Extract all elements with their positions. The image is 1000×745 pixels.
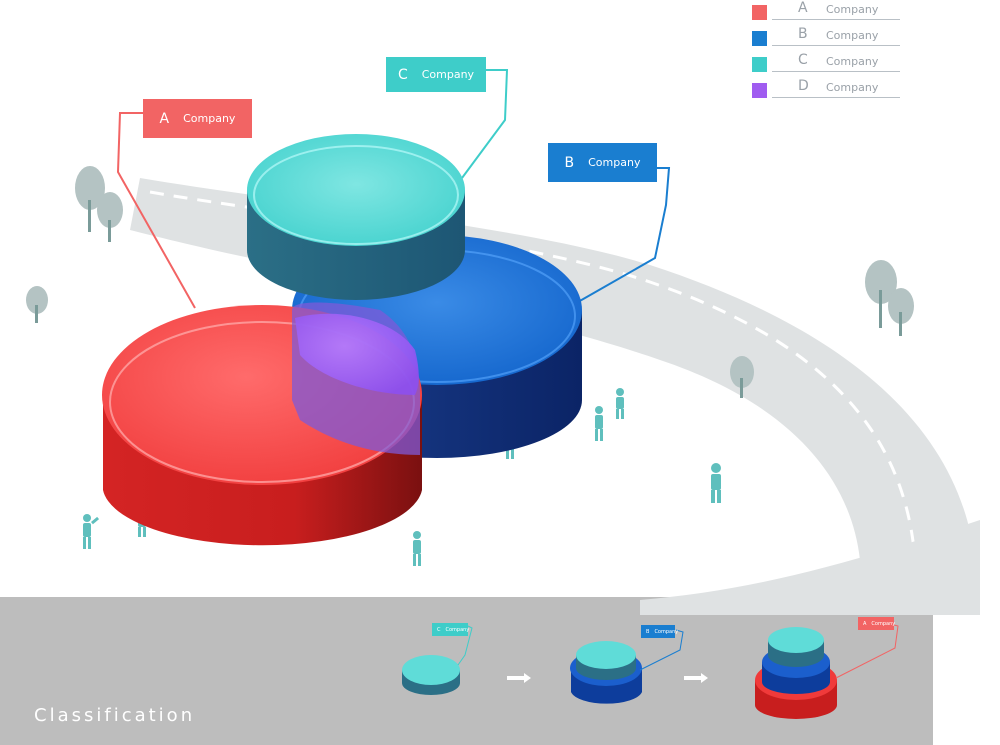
mini-label-b: B Company — [641, 625, 679, 638]
legend-letter: B — [798, 26, 808, 42]
mini-label-c: C Company — [432, 623, 470, 636]
legend-name: Company — [826, 3, 879, 16]
mini-label-a: A Company — [858, 617, 896, 630]
legend-item-c: C Company — [752, 52, 902, 78]
legend-letter: D — [798, 78, 809, 94]
callout-label-a: A Company — [143, 99, 252, 138]
mini-name: Company — [654, 628, 679, 635]
mini-step-2 — [570, 629, 684, 704]
mini-steps — [402, 623, 899, 719]
cylinder-c — [247, 134, 465, 300]
legend-name: Company — [826, 81, 879, 94]
callout-label-c: C Company — [386, 57, 486, 92]
callout-name: Company — [588, 156, 641, 169]
legend-swatch — [752, 5, 767, 20]
arrow-right-icon — [507, 673, 531, 683]
mini-letter: A — [863, 620, 867, 627]
callout-label-b: B Company — [548, 143, 657, 182]
legend-name: Company — [826, 55, 879, 68]
legend-divider — [772, 71, 900, 72]
legend-item-a: A Company — [752, 0, 902, 26]
callout-name: Company — [183, 112, 236, 125]
callout-lines — [116, 69, 671, 309]
callout-line-b — [577, 167, 671, 303]
legend-swatch — [752, 57, 767, 72]
overlap-d — [292, 302, 420, 455]
mini-step-3 — [755, 623, 899, 719]
classification-title: Classification — [34, 705, 196, 726]
mini-letter: C — [437, 626, 441, 633]
mini-letter: B — [646, 628, 650, 635]
mini-name: Company — [871, 620, 896, 627]
callout-line-c — [461, 69, 509, 179]
mini-step-1 — [402, 625, 473, 695]
legend-letter: C — [798, 52, 808, 68]
legend: A Company B Company C Company D Company — [752, 0, 902, 104]
callout-letter: A — [159, 110, 170, 127]
legend-divider — [772, 19, 900, 20]
legend-name: Company — [826, 29, 879, 42]
callout-letter: B — [564, 154, 575, 171]
legend-divider — [772, 45, 900, 46]
legend-item-d: D Company — [752, 78, 902, 104]
arrow-right-icon — [684, 673, 708, 683]
legend-divider — [772, 97, 900, 98]
tree-icon — [26, 166, 914, 398]
mini-name: Company — [445, 626, 470, 633]
legend-item-b: B Company — [752, 26, 902, 52]
callout-line-a — [116, 112, 196, 309]
callout-letter: C — [397, 66, 408, 83]
legend-swatch — [752, 83, 767, 98]
legend-letter: A — [798, 0, 808, 16]
legend-swatch — [752, 31, 767, 46]
callout-name: Company — [421, 68, 475, 81]
